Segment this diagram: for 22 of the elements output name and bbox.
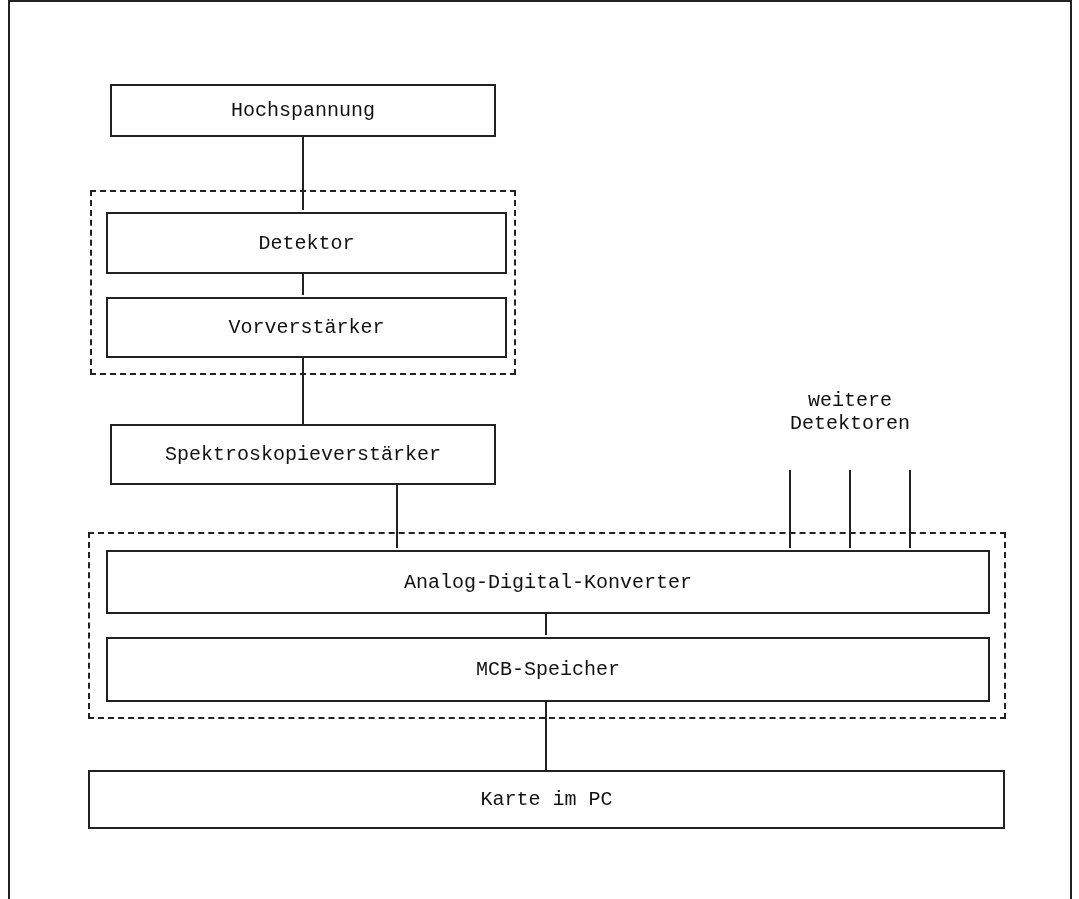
block-label: MCB-Speicher [476,658,620,681]
block-label: Analog-Digital-Konverter [403,570,692,594]
connector-line [909,469,911,549]
connector-line [302,136,304,211]
connector-line [789,469,791,549]
dashed-group-box [90,190,516,375]
block-box [106,550,990,614]
block-label: Detektor [258,231,355,255]
block-box [106,637,990,702]
connector-line [849,469,851,549]
block-box [106,212,507,274]
dashed-group-box [88,532,1006,719]
block-box [110,84,496,137]
block-label: Hochspannung [231,99,375,122]
connector-line [396,484,398,549]
block-box [110,424,496,485]
block-box [106,297,507,358]
block-label: Vorverstärker [228,316,385,339]
annotation-text: weitere Detektoren [789,389,911,435]
block-label: Spektroskopieverstärker [164,443,441,466]
block-box [88,770,1005,829]
block-label: Karte im PC [480,788,613,811]
